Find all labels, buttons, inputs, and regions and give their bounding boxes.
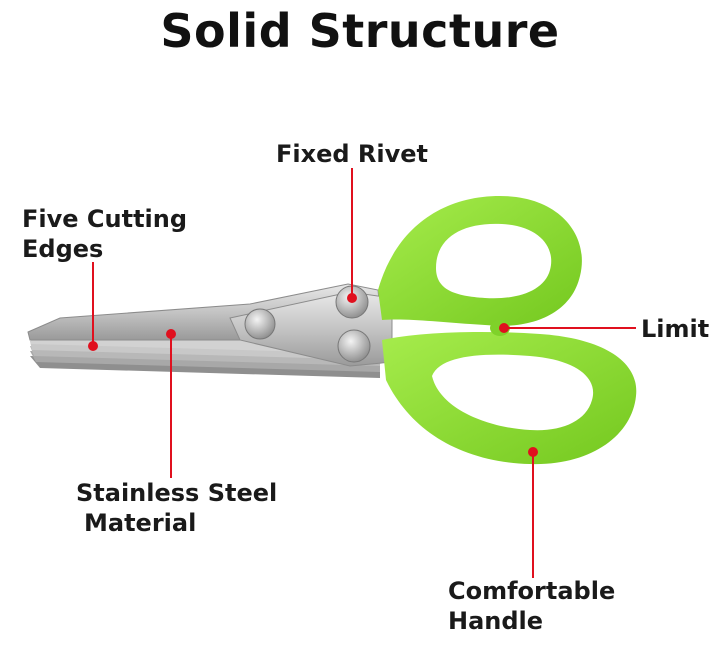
label-comfortable-line1: Comfortable [448,577,616,605]
label-limit: Limit [641,315,710,343]
upper-handle [378,196,582,326]
callouts [92,168,636,578]
blade-stack [30,336,380,378]
page-title: Solid Structure [160,4,560,58]
lower-handle [382,332,637,465]
rivet-bottom [337,329,371,363]
marker-limit [499,323,509,333]
label-stainless-steel-material: Stainless Steel Material [76,478,277,538]
label-stainless-line2: Material [84,509,197,537]
label-stainless-line1: Stainless Steel [76,479,278,507]
label-five-cutting-edges: Five Cutting Edges [22,204,187,264]
marker-fixed-rivet [347,293,357,303]
label-comfortable-handle: Comfortable Handle [448,576,615,636]
label-five-cutting-line1: Five Cutting [22,205,188,233]
label-five-cutting-line2: Edges [22,235,104,263]
rivet-front [244,308,276,340]
label-comfortable-line2: Handle [448,607,544,635]
label-fixed-rivet: Fixed Rivet [276,140,429,168]
marker-five-edges [88,341,98,351]
marker-stainless [166,329,176,339]
marker-handle [528,447,538,457]
